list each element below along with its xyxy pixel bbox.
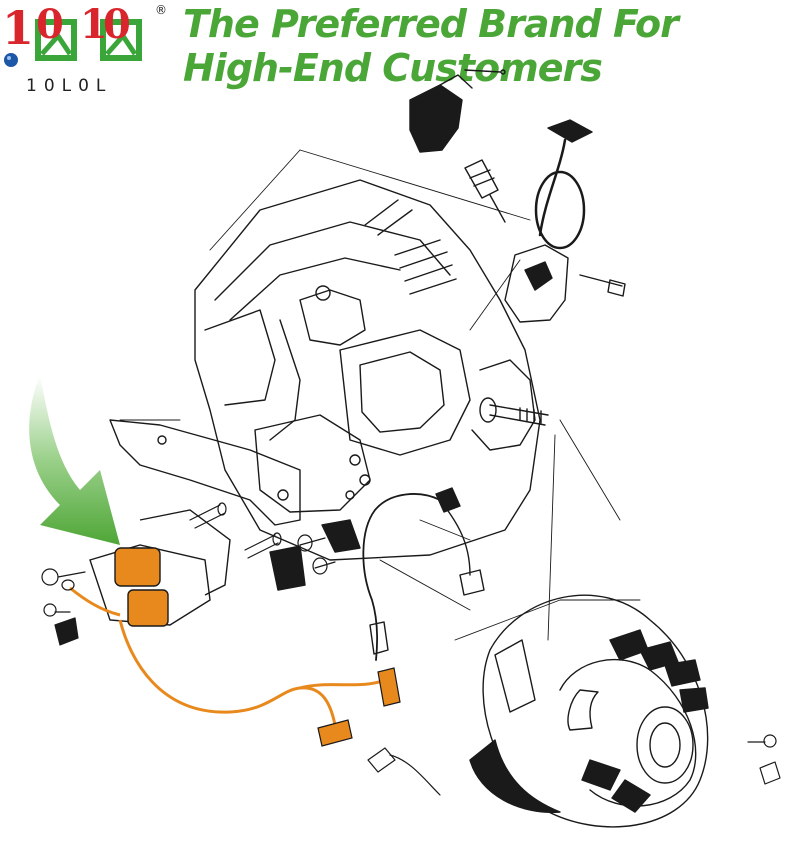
logo-mark-icon: 1 0 1 0 ® (2, 1, 167, 67)
brand-logo: 1 0 1 0 ® 10L0L (0, 0, 175, 100)
charging-coil-assembly (61, 509, 401, 747)
flywheel (469, 594, 709, 828)
lead-wire-center (362, 487, 485, 661)
svg-text:0: 0 (103, 1, 131, 48)
headline: The Preferred Brand For High-End Custome… (183, 2, 679, 90)
spark-plug (464, 159, 506, 223)
loose-parts (367, 747, 441, 796)
ignition-module (504, 244, 626, 323)
screws (41, 502, 781, 785)
ignition-coil-wire (534, 119, 593, 250)
svg-text:1: 1 (80, 1, 108, 48)
engine-block (194, 179, 549, 561)
svg-text:®: ® (155, 3, 167, 17)
spark-plug-boot (409, 69, 506, 153)
mounting-bracket (109, 419, 301, 526)
green-arrow-icon (29, 375, 120, 545)
grommet-clip (269, 519, 361, 591)
svg-text:0: 0 (36, 1, 64, 48)
logo-wordmark: 10L0L (26, 76, 113, 96)
svg-text:1: 1 (2, 1, 34, 55)
